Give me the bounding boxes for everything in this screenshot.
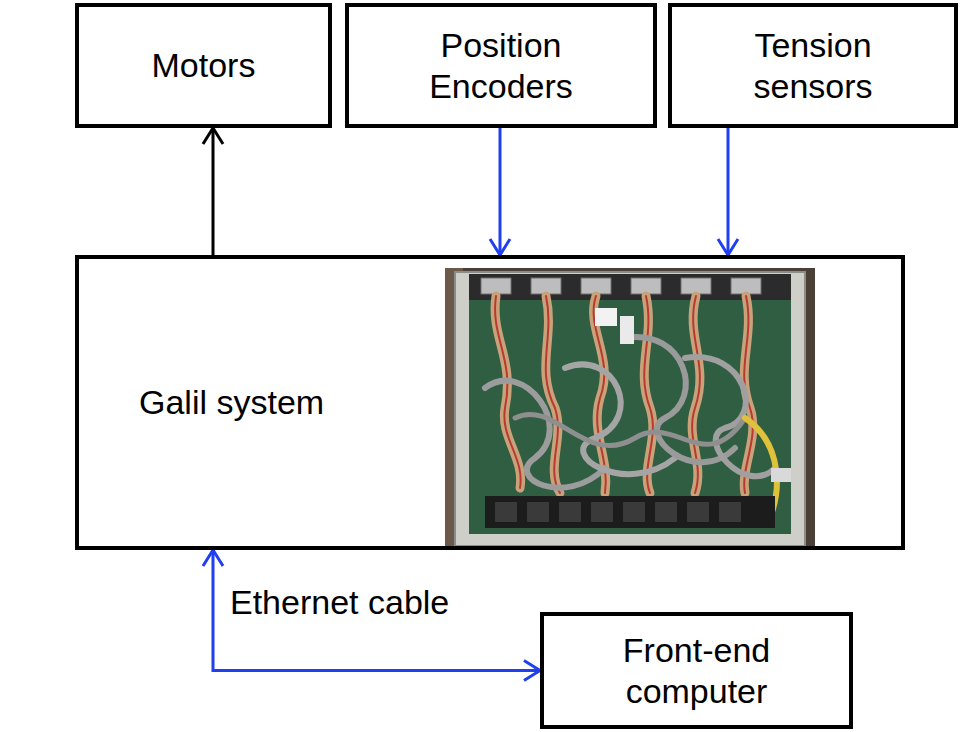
controller-box: Galil system	[75, 255, 905, 550]
computer-box: Front-end computer	[540, 612, 853, 729]
connector-arrow	[727, 128, 730, 255]
box-label: Front-end computer	[592, 630, 802, 710]
sensor-box: Tension sensors	[668, 3, 958, 128]
box-label: Tension sensors	[713, 25, 913, 105]
connector-arrow	[212, 128, 215, 255]
box-label: Motors	[152, 45, 256, 85]
controller-photo	[445, 268, 815, 548]
box-label: Position Encoders	[401, 25, 601, 105]
sensor-box: Position Encoders	[345, 3, 657, 128]
connector-arrow	[213, 550, 540, 671]
component-box: Motors	[75, 3, 332, 128]
connector-arrow	[499, 128, 502, 255]
box-label: Galil system	[139, 382, 324, 422]
connection-label: Ethernet cable	[227, 582, 452, 622]
